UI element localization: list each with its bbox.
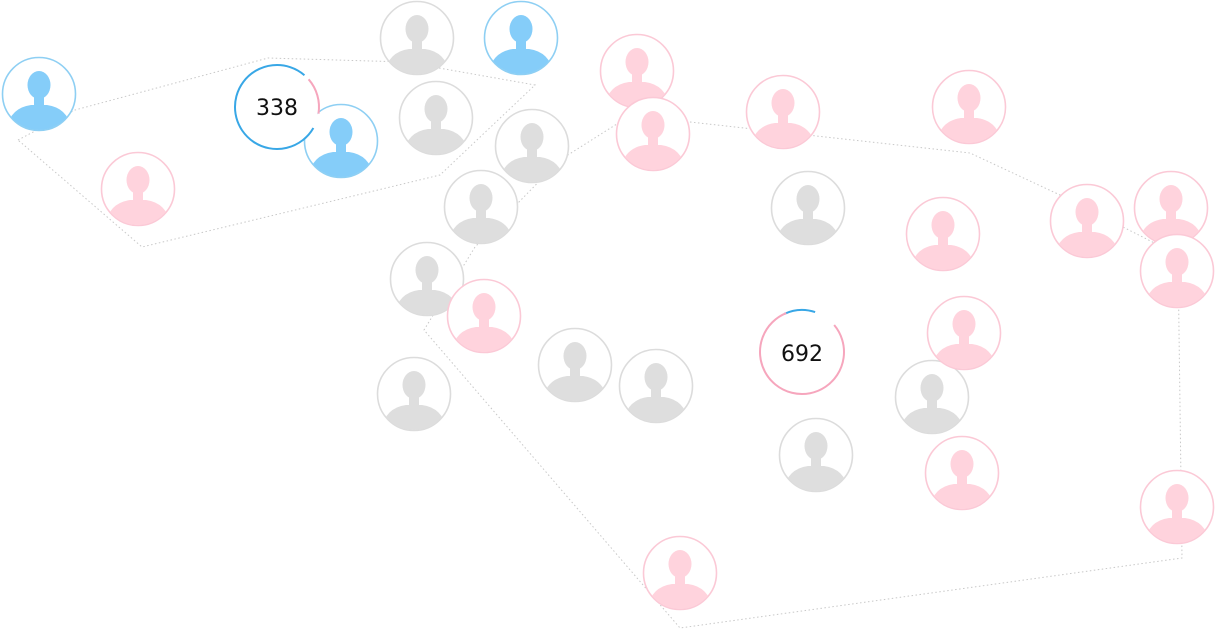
person-avatar-pink[interactable] bbox=[924, 435, 1000, 512]
count-arc-blue bbox=[234, 64, 315, 150]
person-avatar-pink[interactable] bbox=[905, 196, 981, 273]
person-silhouette-icon bbox=[488, 15, 554, 74]
person-avatar-pink[interactable] bbox=[100, 151, 176, 228]
person-avatar-gray[interactable] bbox=[894, 359, 970, 436]
cluster-count-label: 338 bbox=[256, 96, 298, 121]
person-silhouette-icon bbox=[6, 71, 72, 130]
person-silhouette-icon bbox=[1144, 248, 1210, 307]
person-silhouette-icon bbox=[623, 363, 689, 422]
person-silhouette-icon bbox=[910, 211, 976, 270]
person-avatar-gray[interactable] bbox=[376, 356, 452, 433]
person-avatar-gray[interactable] bbox=[778, 417, 854, 494]
person-silhouette-icon bbox=[1054, 198, 1120, 257]
person-silhouette-icon bbox=[783, 432, 849, 491]
count-arc-pink bbox=[307, 78, 320, 114]
person-avatar-pink[interactable] bbox=[1139, 233, 1215, 310]
cluster-count-label: 692 bbox=[781, 342, 823, 367]
person-avatar-pink[interactable] bbox=[599, 33, 675, 110]
person-avatar-pink[interactable] bbox=[1049, 183, 1125, 260]
person-silhouette-icon bbox=[403, 95, 469, 154]
person-silhouette-icon bbox=[929, 450, 995, 509]
person-silhouette-icon bbox=[105, 166, 171, 225]
person-silhouette-icon bbox=[931, 310, 997, 369]
person-silhouette-icon bbox=[451, 293, 517, 352]
person-silhouette-icon bbox=[620, 111, 686, 170]
person-silhouette-icon bbox=[647, 550, 713, 609]
person-silhouette-icon bbox=[308, 118, 374, 177]
person-avatar-gray[interactable] bbox=[398, 80, 474, 157]
person-avatar-blue[interactable] bbox=[483, 0, 559, 77]
count-arc-pink bbox=[759, 312, 845, 396]
cluster-counters: 338 692 bbox=[234, 64, 845, 396]
person-avatar-pink[interactable] bbox=[1139, 469, 1215, 546]
person-avatar-pink[interactable] bbox=[1133, 170, 1209, 247]
person-avatar-pink[interactable] bbox=[926, 295, 1002, 372]
person-avatar-blue[interactable] bbox=[303, 103, 379, 180]
person-avatar-pink[interactable] bbox=[446, 278, 522, 355]
person-silhouette-icon bbox=[384, 15, 450, 74]
person-avatar-blue[interactable] bbox=[1, 56, 77, 133]
people-layer bbox=[1, 0, 1215, 612]
person-avatar-gray[interactable] bbox=[494, 108, 570, 185]
person-silhouette-icon bbox=[542, 342, 608, 401]
person-silhouette-icon bbox=[899, 374, 965, 433]
person-avatar-gray[interactable] bbox=[379, 0, 455, 77]
person-silhouette-icon bbox=[1144, 484, 1210, 543]
person-avatar-gray[interactable] bbox=[443, 169, 519, 246]
person-silhouette-icon bbox=[394, 256, 460, 315]
person-silhouette-icon bbox=[499, 123, 565, 182]
person-silhouette-icon bbox=[936, 84, 1002, 143]
cluster-count-badge-338[interactable]: 338 bbox=[234, 64, 320, 150]
person-avatar-gray[interactable] bbox=[537, 327, 613, 404]
cluster-count-badge-692[interactable]: 692 bbox=[759, 309, 845, 396]
person-silhouette-icon bbox=[381, 371, 447, 430]
person-avatar-pink[interactable] bbox=[642, 535, 718, 612]
person-avatar-pink[interactable] bbox=[931, 69, 1007, 146]
person-silhouette-icon bbox=[775, 185, 841, 244]
person-avatar-gray[interactable] bbox=[389, 241, 465, 318]
person-avatar-pink[interactable] bbox=[615, 96, 691, 173]
person-silhouette-icon bbox=[448, 184, 514, 243]
person-avatar-pink[interactable] bbox=[745, 74, 821, 151]
person-avatar-gray[interactable] bbox=[770, 170, 846, 247]
person-avatar-gray[interactable] bbox=[618, 348, 694, 425]
person-silhouette-icon bbox=[750, 89, 816, 148]
